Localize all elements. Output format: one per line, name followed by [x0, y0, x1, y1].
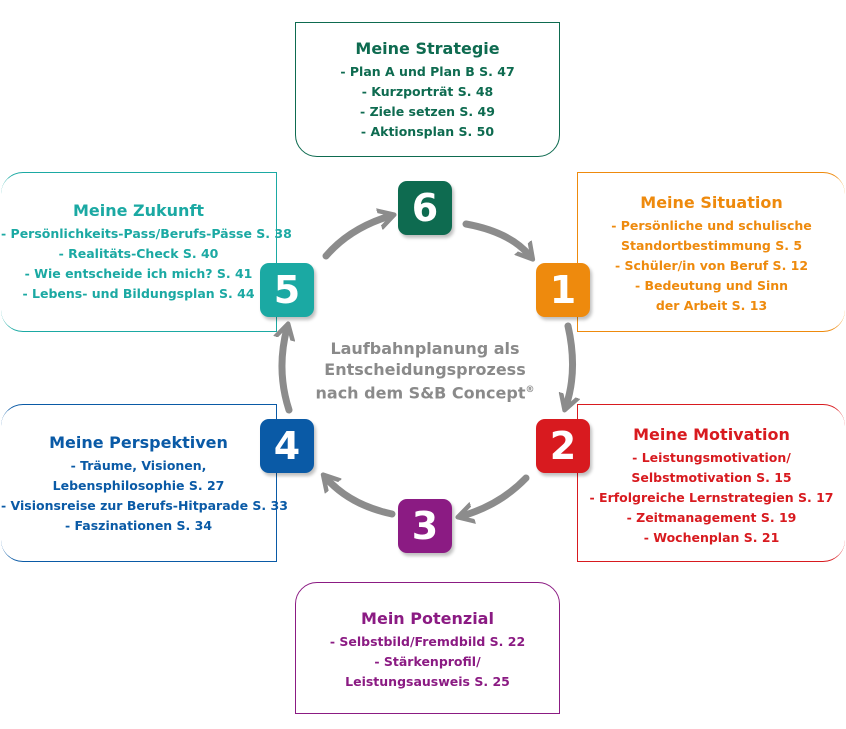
box-meine-perspektiven: Meine Perspektiven - Träume, Visionen, Le…: [1, 404, 288, 562]
box-line: - Plan A und Plan B S. 47: [340, 64, 515, 79]
step-1-tile: 1: [536, 263, 590, 317]
arrow-4-to-5: [282, 328, 289, 414]
box-line: - Visionsreise zur Berufs-Hitparade S. 3…: [1, 498, 288, 513]
box-line: - Faszinationen S. 34: [64, 518, 213, 533]
registered-mark: ®: [525, 385, 535, 395]
center-line-1: Laufbahnplanung als: [330, 339, 520, 358]
box-line: - Bedeutung und Sinn: [634, 278, 789, 293]
box-meine-motivation: Meine Motivation - Leistungsmotivation/S…: [577, 404, 845, 562]
step-5-tile: 5: [260, 263, 314, 317]
box-line: - Ziele setzen S. 49: [360, 104, 495, 119]
box-line: - Zeitmanagement S. 19: [626, 510, 797, 525]
arrow-1-to-2: [566, 322, 573, 406]
center-line-2: Entscheidungsprozess: [324, 360, 526, 379]
box-line: - Persönlichkeits-Pass/Berufs-Pässe S. 3…: [1, 226, 292, 241]
center-line-3-text: nach dem S&B Concept: [315, 383, 526, 403]
step-2-tile: 2: [536, 419, 590, 473]
step-3-tile: 3: [398, 499, 452, 553]
box-line: - Selbstbild/Fremdbild S. 22: [329, 634, 526, 649]
box-line: - Schüler/in von Beruf S. 12: [614, 258, 809, 273]
box-meine-strategie: Meine Strategie - Plan A und Plan B S. 4…: [295, 22, 560, 157]
box-line: Lebensphilosophie S. 27: [52, 478, 225, 493]
box-lines: - Plan A und Plan B S. 47 - Kurzporträt S…: [296, 62, 559, 142]
step-6-tile: 6: [398, 181, 452, 235]
box-lines: - Leistungsmotivation/Selbstmotivation S…: [578, 448, 845, 548]
arrow-6-to-1: [462, 220, 530, 256]
box-lines: - Selbstbild/Fremdbild S. 22 - Stärkenpro…: [296, 632, 559, 692]
box-lines: - Persönlichkeits-Pass/Berufs-Pässe S. 3…: [1, 224, 292, 304]
box-title: Meine Strategie: [355, 39, 500, 58]
box-meine-zukunft: Meine Zukunft - Persönlichkeits-Pass/Ber…: [1, 172, 292, 332]
box-line: - Wie entscheide ich mich? S. 41: [24, 266, 253, 281]
box-line: Standortbestimmung S. 5: [620, 238, 803, 253]
box-line: - Lebens- und Bildungsplan S. 44: [22, 286, 255, 301]
box-line: - Kurzporträt S. 48: [361, 84, 494, 99]
box-line: - Aktionsplan S. 50: [360, 124, 495, 139]
arrow-3-to-4: [326, 478, 396, 518]
box-title: Meine Perspektiven: [49, 433, 228, 452]
box-line: - Persönliche und schulische: [611, 218, 812, 233]
step-4-tile: 4: [260, 419, 314, 473]
arrow-5-to-6: [322, 216, 390, 260]
arrow-2-to-3: [462, 474, 530, 516]
box-mein-potenzial: Mein Potenzial - Selbstbild/Fremdbild S.…: [295, 582, 560, 714]
center-line-3: nach dem S&B Concept®: [300, 380, 550, 403]
box-line: - Stärkenprofil/: [374, 654, 481, 669]
box-lines: - Träume, Visionen, Lebensphilosophie S. …: [1, 456, 288, 536]
box-meine-situation: Meine Situation - Persönliche und schuli…: [577, 172, 845, 332]
box-title: Mein Potenzial: [361, 609, 494, 628]
box-line: - Realitäts-Check S. 40: [58, 246, 219, 261]
box-line: - Wochenplan S. 21: [643, 530, 780, 545]
box-title: Meine Zukunft: [72, 201, 205, 220]
box-title: Meine Situation: [640, 193, 783, 212]
box-line: Leistungsausweis S. 25: [345, 674, 510, 689]
box-line: - Leistungsmotivation/: [632, 450, 791, 465]
box-line: - Erfolgreiche Lernstrategien S. 17: [589, 490, 834, 505]
box-title: Meine Motivation: [633, 425, 790, 444]
box-line: Selbstmotivation S. 15: [631, 470, 792, 485]
box-line: - Träume, Visionen,: [70, 458, 207, 473]
center-caption: Laufbahnplanung als Entscheidungsprozess…: [300, 338, 550, 403]
box-line: der Arbeit S. 13: [655, 298, 768, 313]
